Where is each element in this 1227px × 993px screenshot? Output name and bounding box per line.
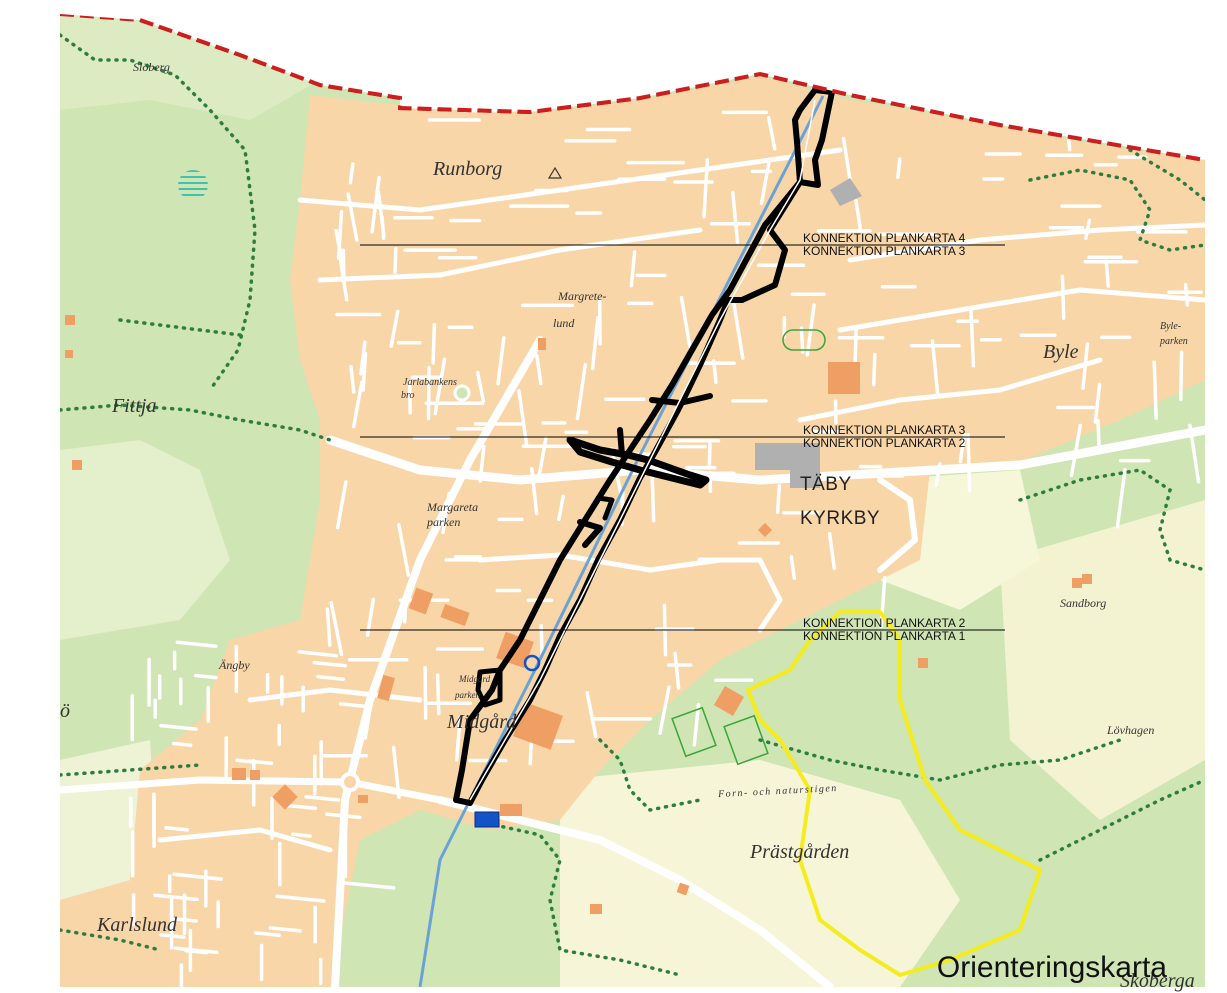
connection-lower-2: KONNEKTION PLANKARTA 2 [803, 437, 965, 450]
building [250, 770, 260, 780]
building [590, 904, 602, 914]
minor-street [855, 330, 856, 361]
frame-right [1205, 0, 1227, 987]
minor-street [801, 328, 802, 352]
place-midgard: Midgård [447, 711, 516, 734]
building [828, 362, 860, 394]
connection-lower-1: KONNEKTION PLANKARTA 1 [803, 630, 965, 643]
minor-street [1106, 261, 1108, 286]
place-margretelund-1: Margrete- [558, 289, 606, 304]
minor-street [327, 609, 329, 645]
connection-lower-3: KONNEKTION PLANKARTA 3 [803, 245, 965, 258]
place-midgardparken-1: Midgård [459, 674, 490, 684]
minor-street [174, 744, 191, 746]
place-runborg: Runborg [433, 158, 502, 181]
roundabout-jarlabanken [455, 386, 469, 400]
place-margaretaparken-2: parken [427, 515, 460, 530]
place-lovhagen: Lövhagen [1107, 723, 1154, 738]
minor-street [778, 486, 780, 513]
place-margretelund-2: lund [553, 316, 574, 331]
place-byleparken-2: parken [1160, 336, 1188, 347]
place-byle: Byle [1043, 341, 1079, 364]
place-edge-label: ö [60, 700, 70, 723]
minor-street [433, 325, 434, 363]
minor-street [1098, 421, 1099, 448]
minor-street [405, 593, 407, 622]
minor-street [166, 828, 187, 830]
building [65, 315, 75, 325]
minor-street [429, 368, 430, 419]
building [1082, 574, 1092, 584]
building [65, 350, 73, 358]
hatched-feature [178, 170, 208, 200]
minor-street [395, 249, 396, 272]
building [72, 460, 82, 470]
minor-street [341, 704, 366, 707]
place-jarlabankens-bro-2: bro [401, 390, 415, 401]
minor-street [1154, 362, 1156, 418]
roundabout-south [342, 774, 358, 790]
building [918, 658, 928, 668]
minor-street [874, 355, 875, 385]
place-fittja: Fittja [112, 395, 156, 418]
minor-street [1062, 277, 1063, 319]
building [1072, 578, 1082, 588]
district-line-1: TÄBY [800, 472, 880, 498]
place-prastgarden: Prästgården [750, 841, 849, 864]
minor-street [1181, 352, 1182, 399]
building [358, 795, 368, 803]
minor-street [710, 473, 711, 492]
place-sandborg: Sandborg [1060, 596, 1106, 611]
place-sloberg: Slöberg [133, 60, 170, 75]
connection-label-4-3: KONNEKTION PLANKARTA 4 KONNEKTION PLANKA… [803, 232, 965, 258]
minor-street [714, 361, 716, 383]
building [500, 804, 522, 816]
minor-street [343, 250, 344, 279]
connection-label-2-1: KONNEKTION PLANKARTA 2 KONNEKTION PLANKA… [803, 617, 965, 643]
minor-street [968, 435, 970, 491]
minor-street [196, 676, 216, 678]
place-byleparken-1: Byle- [1160, 321, 1181, 332]
connection-label-3-2: KONNEKTION PLANKARTA 3 KONNEKTION PLANKA… [803, 424, 965, 450]
building [538, 338, 546, 350]
map-title: Orienteringskarta [937, 951, 1167, 985]
frame-left [0, 0, 60, 987]
place-margaretaparken-1: Margareta [427, 500, 478, 515]
district-taby-kyrkby: TÄBY KYRKBY [800, 472, 880, 532]
place-midgardparken-2: parken [455, 690, 480, 700]
place-karlslund: Karlslund [97, 914, 177, 937]
minor-street [293, 834, 310, 836]
station-marker[interactable] [475, 812, 499, 827]
minor-street [249, 761, 271, 763]
minor-street [1186, 285, 1188, 305]
minor-street [425, 668, 426, 718]
district-line-2: KYRKBY [800, 506, 880, 532]
minor-street [256, 933, 280, 935]
minor-street [438, 675, 439, 713]
place-jarlabankens-bro-1: Jarlabankens [403, 377, 457, 388]
minor-street [350, 164, 353, 183]
minor-street [898, 159, 900, 177]
place-angby: Ängby [219, 658, 250, 673]
minor-street [709, 444, 710, 465]
building [232, 768, 246, 780]
